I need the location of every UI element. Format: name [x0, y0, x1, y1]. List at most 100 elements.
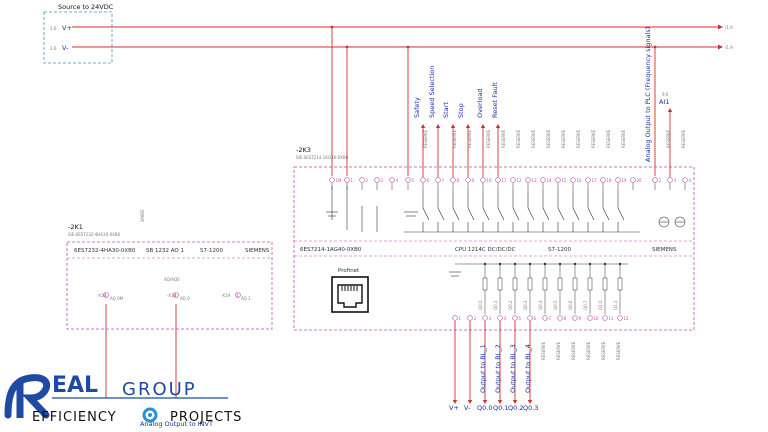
svg-text:Q0.7: Q0.7: [583, 300, 588, 310]
terminal-bottom-label: 3: [489, 316, 492, 321]
ao-brand: SIEMENS: [245, 248, 270, 254]
terminal-bottom-label: 8: [564, 316, 567, 321]
source-vminus-ref: 1.6: [50, 46, 57, 51]
svg-text:RESERVE: RESERVE: [601, 341, 606, 360]
plc-part-number: 6ES7214-1AG40-0XB0: [300, 247, 362, 253]
terminal-top-22: [667, 177, 673, 183]
svg-text:RESERVE: RESERVE: [561, 129, 566, 148]
terminal-top-23: [682, 177, 688, 183]
ao-channel: AQ/AQ0: [164, 277, 180, 282]
input-label-start: Start: [442, 102, 450, 118]
svg-text:V-: V-: [464, 404, 471, 412]
ai1-label: AI1: [659, 98, 670, 106]
terminal-top-3: [374, 177, 380, 183]
ao-family: S7-1200: [200, 248, 223, 254]
svg-text:Q0.1: Q0.1: [493, 300, 498, 310]
terminal-bottom-label: 5: [519, 316, 522, 321]
terminal-top-label: 1M: [336, 178, 343, 183]
terminal-top-label: 7: [442, 178, 445, 183]
svg-text:Q0.2: Q0.2: [508, 300, 513, 310]
ao-part-number: 6ES7232-4HA30-0XB0: [74, 248, 136, 254]
terminal-bottom-6: [542, 315, 548, 321]
svg-text:RESERVE: RESERVE: [591, 129, 596, 148]
terminal-top-label: 3: [381, 178, 384, 183]
rail-vplus-arrow: [718, 24, 723, 30]
svg-text:RESERVE: RESERVE: [423, 129, 428, 148]
terminal-bottom-5: [527, 315, 533, 321]
output-label-bl3: Output to BL_3: [509, 344, 517, 393]
svg-text:Q0.0: Q0.0: [477, 404, 492, 412]
plc-brand: SIEMENS: [652, 247, 677, 253]
svg-text:RESERVE: RESERVE: [486, 129, 491, 148]
svg-text:RESERVE: RESERVE: [586, 341, 591, 360]
output-label-bl2: Output to BL_2: [494, 344, 502, 393]
plc-supply-symbol: [326, 186, 418, 232]
terminal-top-label: 2: [659, 178, 662, 183]
svg-text:-X19: -X19: [97, 293, 107, 298]
svg-text:Q0.0: Q0.0: [478, 300, 483, 310]
source-vplus-ref: 1.6: [50, 26, 57, 31]
svg-text:Q0.5: Q0.5: [553, 300, 558, 310]
svg-text:AQ 0: AQ 0: [180, 296, 190, 301]
svg-text:PROJECTS: PROJECTS: [170, 410, 242, 425]
svg-text:RESERVE: RESERVE: [606, 129, 611, 148]
analog-input-symbols: [658, 216, 686, 228]
terminal-top-label: 6: [427, 178, 430, 183]
terminal-bottom-3: [497, 315, 503, 321]
terminal-top-label: 5: [412, 178, 415, 183]
terminal-top-5: [405, 177, 411, 183]
ao-module-id: -2K1: [68, 223, 83, 231]
analog-output-invt: Analog Output to INVT: [140, 420, 213, 428]
ai1-ref: 9.6: [662, 92, 669, 97]
plc-order-code: SIE.6ES7214-1AG40-0XB0: [296, 155, 349, 160]
terminal-top-label: 4: [396, 178, 399, 183]
terminal-top-14: [540, 177, 546, 183]
terminal-bottom-label: 6: [534, 316, 537, 321]
terminal-top-11: [495, 177, 501, 183]
terminal-top-label: 19: [622, 178, 628, 183]
svg-text:Q0.4: Q0.4: [538, 300, 543, 310]
terminal-bottom-label: 12: [624, 316, 630, 321]
terminal-top-8: [450, 177, 456, 183]
plc-cpu: CPU 1214C DC/DC/DC: [455, 247, 516, 253]
svg-text:RESERVE: RESERVE: [541, 341, 546, 360]
source-title: Source to 24VDC: [58, 3, 114, 11]
svg-text:RESERVE: RESERVE: [666, 129, 671, 148]
company-logo: EAL GROUP EFFICIENCY PROJECTS: [4, 373, 242, 425]
output-label-bl1: Output to BL_1: [479, 344, 487, 393]
terminal-top-2: [359, 177, 365, 183]
terminal-top-label: 4: [689, 178, 692, 183]
terminal-top-6: [420, 177, 426, 183]
terminal-top-label: 20: [637, 178, 643, 183]
terminal-top-label: 15: [562, 178, 568, 183]
svg-text:Q0.2: Q0.2: [508, 404, 523, 412]
terminal-bottom-2: [482, 315, 488, 321]
terminal-bottom-label: 7: [549, 316, 552, 321]
source-vminus-label: V-: [62, 44, 69, 52]
svg-text:RESERVE: RESERVE: [616, 341, 621, 360]
terminal-top-label: 12: [517, 178, 523, 183]
svg-text:EAL: EAL: [52, 373, 98, 398]
terminal-top-20: [630, 177, 636, 183]
plc-frame: [293, 166, 695, 331]
svg-text:RESERVE: RESERVE: [452, 129, 457, 148]
terminal-bottom-label: 2: [474, 316, 477, 321]
terminal-top-label: 2: [366, 178, 369, 183]
rail-vminus-ref: /1.9: [725, 45, 733, 50]
terminal-bottom-label: 1: [459, 316, 462, 321]
source-vplus-label: V+: [62, 24, 72, 32]
terminal-top-0: [329, 177, 335, 183]
terminal-top-15: [555, 177, 561, 183]
svg-text:1: 1: [104, 293, 107, 298]
terminal-top-1: [344, 177, 350, 183]
svg-text:3: 3: [236, 293, 239, 298]
terminal-top-label: 3: [674, 178, 677, 183]
svg-text:Q0.3: Q0.3: [523, 404, 538, 412]
input-label-stop: Stop: [457, 103, 465, 118]
terminal-bottom-label: 4: [504, 316, 507, 321]
terminal-top-13: [525, 177, 531, 183]
input-contacts: [404, 190, 640, 233]
terminal-top-16: [570, 177, 576, 183]
